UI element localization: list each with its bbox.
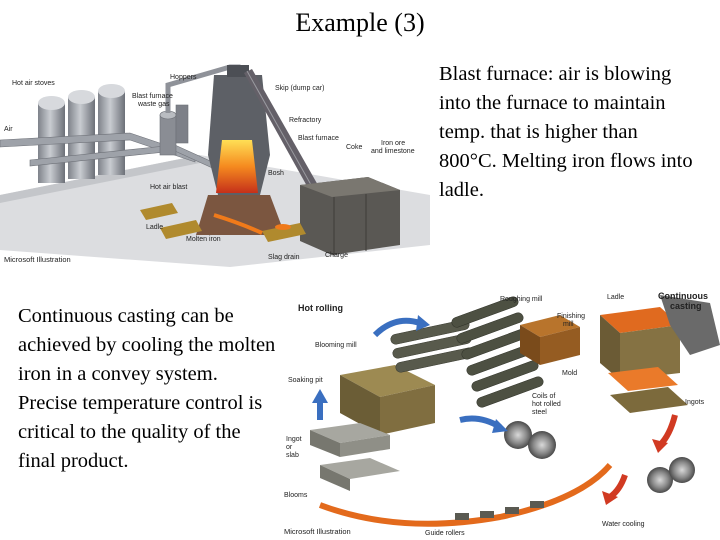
- label-waste-gas-1: Blast furnace: [132, 93, 173, 100]
- label-ingot-1: Ingot: [286, 436, 302, 443]
- label-finishing-1: Finishing: [557, 313, 585, 320]
- label-waste-gas-2: waste gas: [137, 101, 170, 108]
- label-coke: Coke: [346, 144, 362, 151]
- label-coils-1: Coils of: [532, 393, 555, 400]
- label-ore-2: and limestone: [371, 148, 415, 155]
- label-charge: Charge: [325, 252, 348, 259]
- label-bosh: Bosh: [268, 170, 284, 177]
- charge-bins: [300, 177, 400, 255]
- label-slag-drain: Slag drain: [268, 254, 300, 261]
- hot-air-stoves: [38, 84, 125, 183]
- blooming-mill: [390, 319, 475, 373]
- label-ingots: Ingots: [685, 399, 705, 406]
- label-guide-rollers: Guide rollers: [425, 530, 465, 537]
- label-ingot-2: or: [286, 444, 293, 451]
- roughing-mill: [451, 296, 544, 408]
- label-finishing-2: mill: [563, 321, 574, 328]
- continuous-casting-text: Continuous casting can be achieved by co…: [18, 305, 276, 472]
- continuous-casting-illustration: Hot rolling Roughing mill Finishing mill…: [284, 291, 720, 537]
- label-blooming-mill: Blooming mill: [315, 342, 357, 349]
- guide-rollers: [455, 501, 544, 520]
- steel-strip-path: [318, 463, 613, 527]
- label-hot-air-blast: Hot air blast: [150, 184, 187, 191]
- label-continuous-2: casting: [670, 301, 702, 311]
- label-hot-rolling: Hot rolling: [298, 303, 343, 313]
- steel-coils: [504, 421, 695, 493]
- label-air: Air: [4, 126, 13, 133]
- label-soaking-pit: Soaking pit: [288, 377, 323, 384]
- air-pipes: [0, 104, 231, 177]
- label-roughing-mill: Roughing mill: [500, 296, 543, 303]
- label-ingot-3: slab: [286, 452, 299, 459]
- flow-arrows: [312, 315, 678, 505]
- ladle-cars: [140, 203, 306, 242]
- soaking-pit: [340, 365, 435, 435]
- blast-furnace-text: Blast furnace: air is blowing into the f…: [439, 63, 693, 201]
- label-coils-3: steel: [532, 409, 547, 416]
- label-water-cooling: Water cooling: [602, 521, 645, 528]
- label-skip: Skip (dump car): [275, 85, 324, 92]
- label-hoppers: Hoppers: [170, 74, 197, 81]
- label-coils-2: hot rolled: [532, 401, 561, 408]
- figure1-credit: Microsoft Illustration: [4, 255, 71, 264]
- slabs: [310, 423, 400, 491]
- continuous-caster: [600, 295, 720, 413]
- label-molten-iron: Molten iron: [186, 236, 221, 243]
- molten-iron-flow: [213, 213, 263, 235]
- finishing-mill: [520, 315, 580, 365]
- label-blooms: Blooms: [284, 492, 308, 499]
- figure2-credit: Microsoft Illustration: [284, 527, 351, 536]
- label-ladle-2: Ladle: [607, 294, 624, 301]
- label-continuous-1: Continuous: [658, 291, 708, 301]
- slide-title: Example (3): [295, 8, 425, 37]
- label-hot-air-stoves: Hot air stoves: [12, 80, 55, 87]
- label-blast-furnace: Blast furnace: [298, 135, 339, 142]
- blast-furnace-body: [196, 65, 285, 235]
- blast-furnace-illustration: Hot air stoves Air Hoppers Blast furnace…: [0, 64, 430, 267]
- label-mold: Mold: [562, 370, 577, 377]
- label-ladle: Ladle: [146, 224, 163, 231]
- label-ore-1: Iron ore: [381, 140, 405, 147]
- label-refractory: Refractory: [289, 117, 322, 124]
